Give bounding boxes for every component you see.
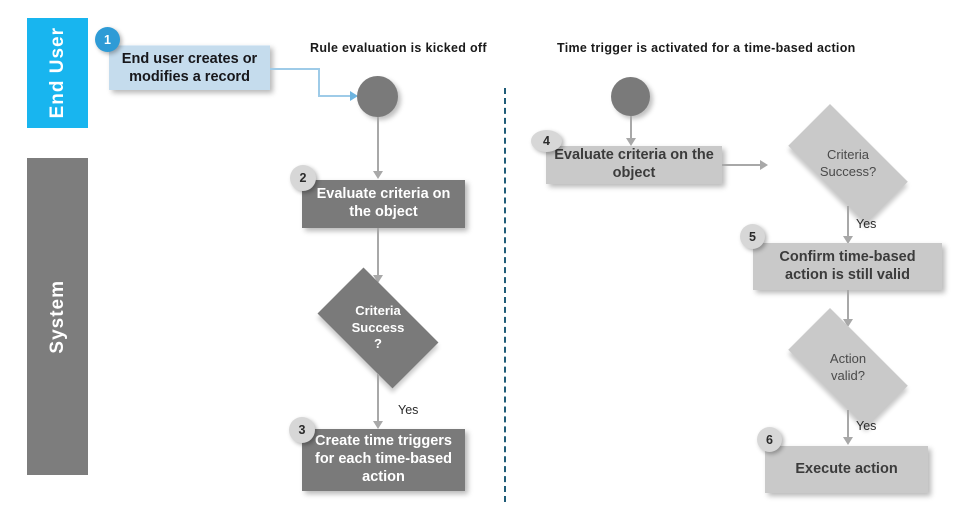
section-divider — [504, 88, 506, 502]
arrowhead-to-box6 — [843, 437, 853, 445]
decision-criteria-success-left[interactable]: Criteria Success ? — [303, 267, 453, 389]
swimlane-end-user: End User — [27, 18, 88, 128]
box-evaluate-criteria-right[interactable]: Evaluate criteria on the object — [546, 146, 722, 184]
connector-box1-to-start-h2 — [318, 95, 351, 97]
connector-decision2-to-box6 — [847, 410, 849, 440]
arrowhead-to-decision-left — [373, 275, 383, 283]
connector-box5-to-decision2 — [847, 290, 849, 322]
decision-criteria-success-right[interactable]: Criteria Success? — [770, 104, 926, 224]
box-end-user-creates-record[interactable]: End user creates or modifies a record — [109, 45, 270, 90]
arrowhead-to-decision2 — [843, 319, 853, 327]
swimlane-system: System — [27, 158, 88, 475]
start-circle-left — [357, 76, 398, 117]
connector-decision1-to-box5 — [847, 206, 849, 238]
connector-start-to-box2 — [377, 117, 379, 173]
swimlane-system-label: System — [46, 279, 68, 354]
swimlane-end-user-label: End User — [46, 27, 68, 119]
decision-label-left: Criteria Success ? — [351, 302, 405, 352]
edge-label-yes-left: Yes — [398, 403, 419, 417]
step-badge-2: 2 — [290, 165, 316, 191]
box-evaluate-criteria-left[interactable]: Evaluate criteria on the object — [302, 180, 465, 228]
connector-decision-to-box3 — [377, 374, 379, 424]
connector-start-to-box4 — [630, 116, 632, 140]
connector-box4-to-decision1 — [722, 164, 761, 166]
step-badge-3: 3 — [289, 417, 315, 443]
edge-label-yes-right-2: Yes — [856, 419, 877, 433]
step-badge-1: 1 — [95, 27, 120, 52]
connector-box2-to-decision — [377, 228, 379, 278]
connector-box1-to-start-h1 — [270, 68, 319, 70]
decision-action-valid[interactable]: Action valid? — [770, 308, 926, 428]
decision2-label-right: Action valid? — [829, 351, 867, 383]
column-title-left: Rule evaluation is kicked off — [310, 41, 487, 55]
step-badge-6: 6 — [757, 427, 782, 452]
decision1-label-right: Criteria Success? — [819, 147, 877, 179]
arrowhead-to-box3 — [373, 421, 383, 429]
step-badge-5: 5 — [740, 224, 765, 249]
box-confirm-time-based-action[interactable]: Confirm time-based action is still valid — [753, 243, 942, 290]
box-execute-action[interactable]: Execute action — [765, 446, 928, 493]
start-circle-right — [611, 77, 650, 116]
arrowhead-to-start-circle-left — [350, 91, 358, 101]
box-create-time-triggers[interactable]: Create time triggers for each time-based… — [302, 429, 465, 491]
column-title-right: Time trigger is activated for a time-bas… — [557, 41, 856, 55]
step-badge-4: 4 — [531, 130, 562, 152]
arrowhead-to-box4 — [626, 138, 636, 146]
arrowhead-to-decision1-right — [760, 160, 768, 170]
connector-box1-to-start-v — [318, 68, 320, 96]
edge-label-yes-right-1: Yes — [856, 217, 877, 231]
arrowhead-to-box2 — [373, 171, 383, 179]
arrowhead-to-box5 — [843, 236, 853, 244]
